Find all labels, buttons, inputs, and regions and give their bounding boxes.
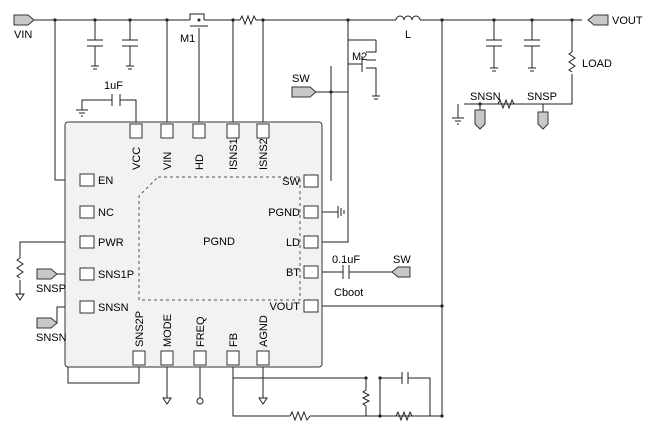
pad-left-en xyxy=(79,173,95,187)
pin-label-sw: SW xyxy=(282,176,300,188)
pad-left-snsn xyxy=(79,300,95,314)
inductor-label: L xyxy=(405,29,411,41)
compensation-capacitor xyxy=(401,372,409,384)
load-resistor xyxy=(568,51,576,73)
snsn-port-left xyxy=(36,317,58,329)
pin-label-hd: HD xyxy=(194,154,206,170)
m1-label: M1 xyxy=(180,33,195,45)
pad-right-sw xyxy=(303,174,319,188)
sw-boot-label: SW xyxy=(393,254,411,266)
pin-label-nc: NC xyxy=(98,207,114,219)
snsp-left-label: SNSP xyxy=(36,283,66,295)
vout-net-label: VOUT xyxy=(612,15,643,27)
load-label: LOAD xyxy=(582,58,612,70)
pin-label-mode: MODE xyxy=(162,314,174,347)
vin-port xyxy=(13,14,35,26)
sw-port-boot xyxy=(391,266,411,278)
cboot-name-label: Cboot xyxy=(334,287,363,299)
pad-left-sns1p xyxy=(79,267,95,281)
output-sense-resistor xyxy=(452,98,515,125)
sense-resistor xyxy=(239,14,257,26)
pad-bottom-agnd xyxy=(256,350,270,366)
pad-left-pwr xyxy=(79,235,95,249)
pin-label-freq: FREQ xyxy=(195,316,207,347)
vout-capacitor-1 xyxy=(486,39,502,72)
mode-ground xyxy=(162,397,172,405)
pin-label-ld: LD xyxy=(286,237,300,249)
snsn-right-label: SNSN xyxy=(470,91,501,103)
m2-label: M2 xyxy=(352,51,367,63)
pad-right-ld xyxy=(303,235,319,249)
vout-port xyxy=(587,14,609,26)
pad-left-nc xyxy=(79,205,95,219)
pwr-resistor xyxy=(15,257,25,301)
inductor-symbol xyxy=(395,15,421,21)
m2-mosfet-symbol xyxy=(348,39,380,100)
pin-label-en: EN xyxy=(98,175,113,187)
cboot-value-label: 0.1uF xyxy=(332,254,360,266)
pad-bottom-freq xyxy=(193,350,207,366)
pad-bottom-fb xyxy=(226,350,240,366)
fb-divider-resistor xyxy=(361,389,371,407)
pin-label-pgnd: PGND xyxy=(268,207,300,219)
feedback-resistor xyxy=(289,410,311,422)
pin-label-pwr: PWR xyxy=(98,237,124,249)
pad-right-bt xyxy=(303,265,319,279)
pad-right-pgnd xyxy=(303,205,319,219)
freq-terminal xyxy=(196,397,204,405)
pin-label-snsn: SNSN xyxy=(98,302,129,314)
chip-body xyxy=(64,121,323,368)
pad-top-hd xyxy=(192,123,206,139)
junction-dots xyxy=(53,18,574,418)
pin-label-isns1: ISNS1 xyxy=(228,138,240,170)
snsp-port-left xyxy=(36,268,58,280)
vin-capacitor-1 xyxy=(87,39,103,70)
pad-top-vcc xyxy=(129,123,143,139)
vcc-capacitor xyxy=(76,94,121,117)
m1-mosfet-symbol xyxy=(189,13,208,27)
pin-label-isns2: ISNS2 xyxy=(258,138,270,170)
agnd-ground xyxy=(258,397,268,405)
vin-net-label: VIN xyxy=(14,29,32,41)
pin-label-bt: BT xyxy=(286,267,300,279)
pad-bottom-mode xyxy=(160,350,174,366)
snsn-port-right xyxy=(474,109,486,130)
pad-top-isns2 xyxy=(256,123,270,139)
pin-label-sns2p: SNS2P xyxy=(134,311,146,347)
pin-label-vin: VIN xyxy=(162,152,174,170)
pad-top-vin xyxy=(160,123,174,139)
pin-label-sns1p: SNS1P xyxy=(98,269,134,281)
compensation-resistor xyxy=(395,410,413,422)
pad-right-vout xyxy=(303,299,319,313)
snsp-port-right xyxy=(537,111,549,130)
pgnd-ground xyxy=(337,206,345,218)
pad-bottom-sns2p xyxy=(132,350,146,366)
sw-top-label: SW xyxy=(292,73,310,85)
vout-capacitor-2 xyxy=(524,39,540,72)
exposed-pad-label: PGND xyxy=(203,236,235,248)
snsn-left-label: SNSN xyxy=(36,332,67,344)
exposed-pad xyxy=(138,176,301,301)
vin-capacitor-2 xyxy=(122,39,138,70)
vcc-cap-label: 1uF xyxy=(104,80,123,92)
cboot-capacitor xyxy=(342,265,350,279)
ic-chip: PGND VCC VIN HD ISNS1 ISNS2 EN NC xyxy=(64,121,323,368)
pin-label-vcc: VCC xyxy=(131,147,143,170)
pad-top-isns1 xyxy=(226,123,240,139)
pin-label-fb: FB xyxy=(228,333,240,347)
pin-label-vout: VOUT xyxy=(269,301,300,313)
pin-label-agnd: AGND xyxy=(258,315,270,347)
sw-port-top xyxy=(291,86,317,98)
snsp-right-label: SNSP xyxy=(527,91,557,103)
